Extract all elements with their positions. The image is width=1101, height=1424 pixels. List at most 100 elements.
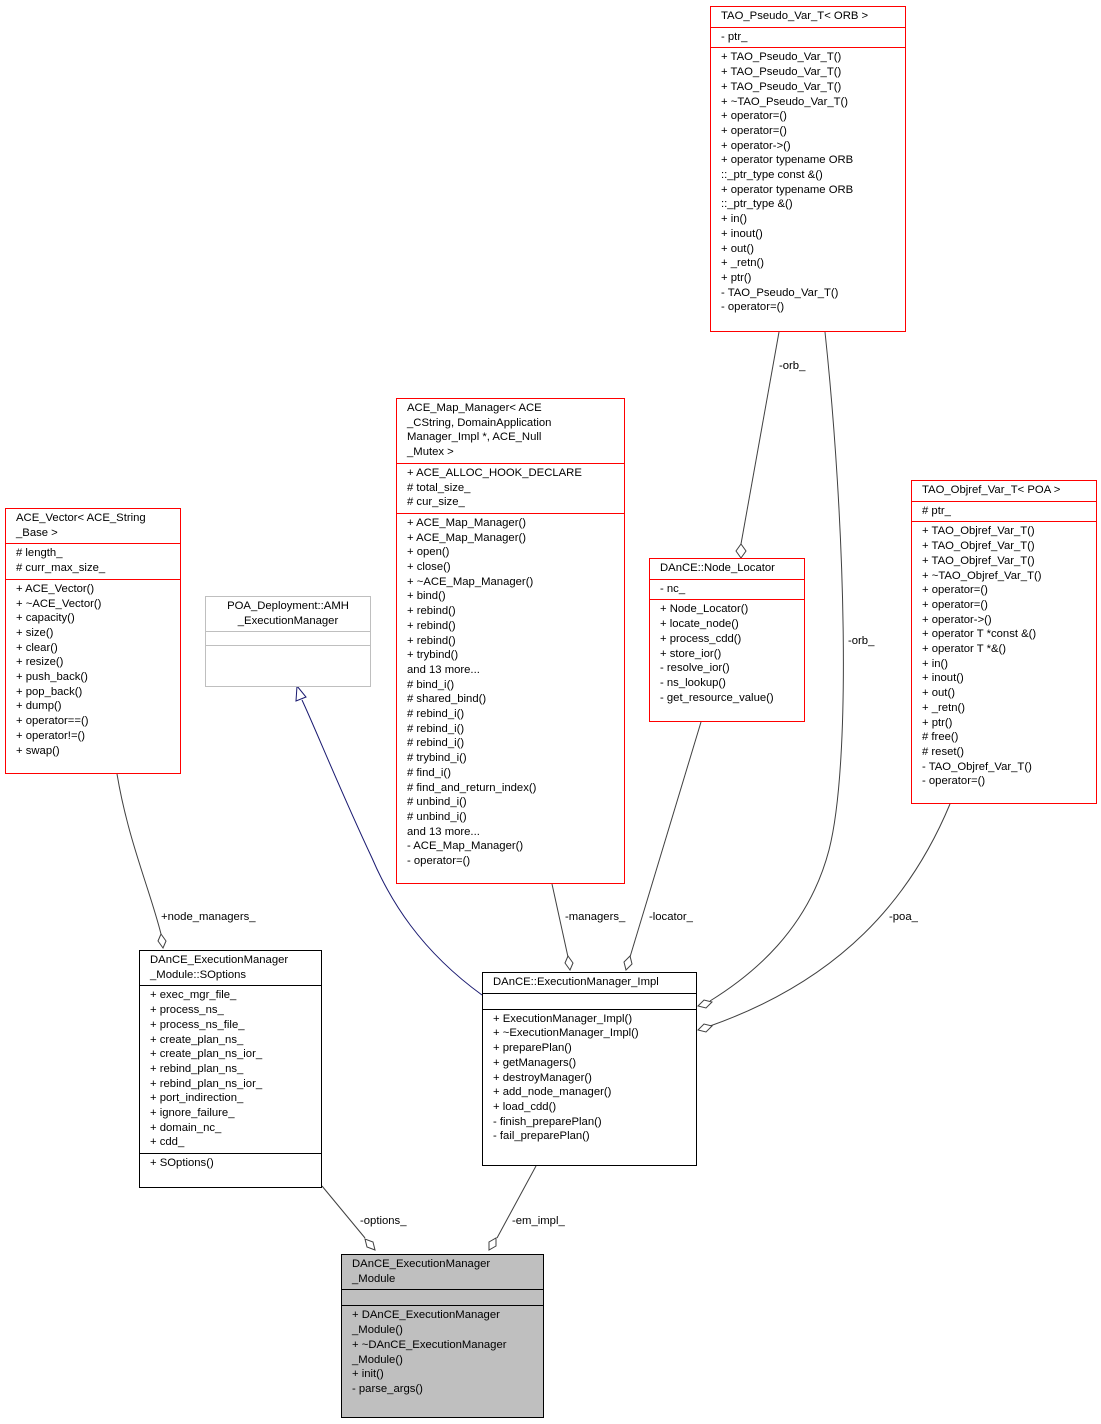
class-title-line: _Module::SOptions	[150, 968, 247, 981]
label-orb-locator: -orb_	[779, 360, 806, 372]
label-poa: -poa_	[889, 911, 919, 923]
class-title-line: _Module	[352, 1272, 396, 1285]
method-item: + destroyManager()	[493, 1071, 592, 1084]
method-item: + in()	[922, 657, 949, 670]
poa_deploy-attributes-section	[206, 631, 370, 645]
attribute-item: - ptr_	[721, 30, 748, 43]
method-item: # find_i()	[407, 766, 451, 779]
label-managers: -managers_	[565, 911, 626, 923]
attribute-item: + port_indirection_	[150, 1092, 244, 1105]
edge-poa-to-em-impl	[709, 803, 951, 1027]
class-ace-vector[interactable]: ACE_Vector< ACE_String_Base ># length_# …	[5, 508, 181, 774]
method-item: + operator=()	[922, 584, 988, 597]
attribute-item: + cdd_	[150, 1136, 185, 1149]
edge-managers	[551, 883, 569, 958]
class-soptions[interactable]: DAnCE_ExecutionManager_Module::SOptions+…	[139, 950, 322, 1188]
method-item: + rebind()	[407, 619, 456, 632]
method-item: + operator->()	[721, 139, 791, 152]
em_module-attributes-section	[342, 1289, 543, 1305]
attribute-item: # length_	[16, 547, 63, 560]
edge-inheritance-arrow	[295, 684, 307, 702]
method-item: - TAO_Objref_Var_T()	[922, 760, 1032, 773]
soptions-attributes-section: + exec_mgr_file_+ process_ns_+ process_n…	[140, 985, 321, 1153]
tao_pseudo-attributes-section: - ptr_	[711, 26, 905, 48]
method-item: + getManagers()	[493, 1056, 577, 1069]
method-item: + ExecutionManager_Impl()	[493, 1012, 633, 1025]
em_module-title-section: DAnCE_ExecutionManager _Module	[342, 1255, 543, 1289]
edge-em-impl	[496, 1165, 537, 1239]
method-item: + DAnCE_ExecutionManager	[352, 1309, 500, 1322]
method-item: + ~TAO_Objref_Var_T()	[922, 569, 1042, 582]
method-item: + inout()	[922, 672, 964, 685]
attribute-item: + create_plan_ns_ior_	[150, 1048, 263, 1061]
edge-orb-to-em-impl	[709, 331, 844, 1002]
label-node-managers: +node_managers_	[161, 911, 256, 923]
method-item: + _retn()	[922, 701, 966, 714]
attribute-item: + ACE_ALLOC_HOOK_DECLARE	[407, 466, 582, 479]
class-ace-map-manager[interactable]: ACE_Map_Manager< ACE _CString, DomainAppl…	[396, 398, 625, 884]
tao_pseudo-title-section: TAO_Pseudo_Var_T< ORB >	[711, 7, 905, 27]
label-options: -options_	[360, 1215, 407, 1227]
method-item: + operator T *&()	[922, 643, 1007, 656]
edge-orb-node-locator-diamond	[735, 543, 747, 559]
method-item: + close()	[407, 561, 451, 574]
attribute-item: + create_plan_ns_	[150, 1033, 244, 1046]
method-item: - TAO_Pseudo_Var_T()	[721, 286, 839, 299]
tao_objref-attributes-section: # ptr_	[912, 500, 1096, 522]
method-item: - fail_preparePlan()	[493, 1130, 590, 1143]
class-execution-manager-module[interactable]: DAnCE_ExecutionManager _Module + DAnCE_Exe…	[341, 1254, 544, 1418]
em_impl-title-section: DAnCE::ExecutionManager_Impl	[483, 973, 696, 993]
edge-orb-em-impl-diamond	[697, 999, 713, 1009]
method-item: + operator==()	[16, 715, 89, 728]
class-title-line: _Base >	[16, 526, 58, 539]
method-item: - operator=()	[721, 301, 785, 314]
method-item: + resize()	[16, 656, 64, 669]
attribute-item: # total_size_	[407, 481, 471, 494]
attribute-item: + rebind_plan_ns_	[150, 1062, 244, 1075]
method-item: # bind_i()	[407, 678, 455, 691]
method-item: - operator=()	[407, 855, 471, 868]
method-item: + bind()	[407, 590, 446, 603]
class-tao-pseudo-var[interactable]: TAO_Pseudo_Var_T< ORB > - ptr_ + TAO_Pseud…	[710, 6, 906, 332]
method-item: + ~ACE_Map_Manager()	[407, 575, 534, 588]
attribute-item: - nc_	[660, 582, 686, 595]
method-item: + init()	[352, 1368, 384, 1381]
label-orb-impl: -orb_	[848, 635, 875, 647]
method-item: + operator typename ORB	[721, 183, 854, 196]
edge-managers-diamond	[564, 954, 574, 972]
edge-poa-em-impl-diamond	[697, 1023, 713, 1033]
method-item: + ~DAnCE_ExecutionManager	[352, 1338, 507, 1351]
method-item: + TAO_Objref_Var_T()	[922, 554, 1035, 567]
class-tao-objref-var[interactable]: TAO_Objref_Var_T< POA ># ptr_+ TAO_Objre…	[911, 480, 1097, 804]
method-item: + out()	[922, 687, 955, 700]
method-item: - ACE_Map_Manager()	[407, 840, 524, 853]
method-item: # rebind_i()	[407, 722, 465, 735]
method-item: + TAO_Pseudo_Var_T()	[721, 66, 842, 79]
method-item: + ACE_Map_Manager()	[407, 531, 526, 544]
edge-orb-to-node-locator	[740, 331, 780, 545]
node_locator-attributes-section: - nc_	[650, 578, 804, 600]
method-item: # unbind_i()	[407, 810, 467, 823]
method-item: + rebind()	[407, 634, 456, 647]
method-item: - ns_lookup()	[660, 676, 726, 689]
attribute-item: + process_ns_	[150, 1004, 224, 1017]
class-title-line: _CString, DomainApplication	[407, 416, 552, 429]
attribute-item: # ptr_	[922, 504, 951, 517]
method-item: _Module()	[352, 1353, 403, 1366]
class-title-line: ACE_Map_Manager< ACE	[407, 402, 542, 414]
method-item: + dump()	[16, 700, 62, 713]
class-title-line: DAnCE_ExecutionManager	[352, 1258, 491, 1270]
method-item: + open()	[407, 546, 450, 559]
method-item: # find_and_return_index()	[407, 781, 537, 794]
class-execution-manager-impl[interactable]: DAnCE::ExecutionManager_Impl+ ExecutionM…	[482, 972, 697, 1166]
method-item: + _retn()	[721, 257, 765, 270]
edge-node-managers-diamond	[157, 932, 167, 950]
class-poa-deployment[interactable]: POA_Deployment::AMH_ExecutionManager	[205, 596, 371, 687]
class-node-locator[interactable]: DAnCE::Node_Locator- nc_+ Node_Locator()…	[649, 558, 805, 722]
method-item: + operator=()	[721, 110, 787, 123]
method-item: + add_node_manager()	[493, 1086, 612, 1099]
ace_map-attributes-section: + ACE_ALLOC_HOOK_DECLARE# total_size_# c…	[397, 462, 624, 513]
method-item: + store_ior()	[660, 647, 722, 660]
method-item: # unbind_i()	[407, 796, 467, 809]
tao_objref-methods-section: + TAO_Objref_Var_T()+ TAO_Objref_Var_T()…	[912, 521, 1096, 792]
